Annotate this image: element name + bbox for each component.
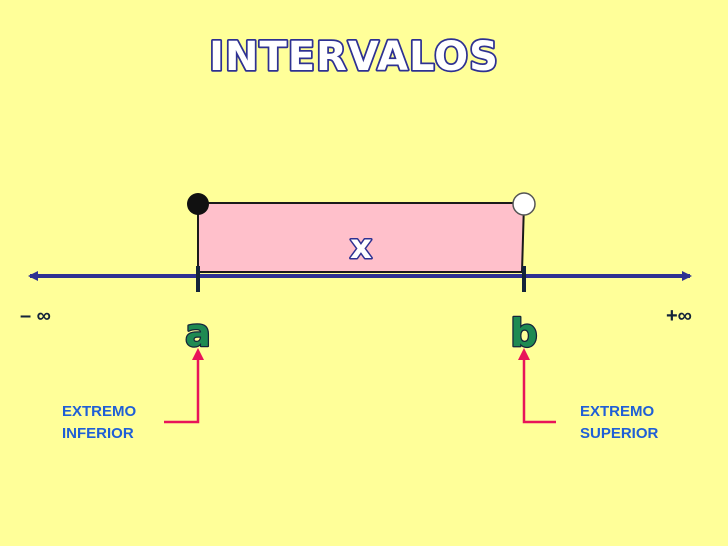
negative-infinity-label: – ∞ bbox=[20, 305, 51, 327]
pointer-arrow-a bbox=[164, 348, 204, 424]
endpoint-b-label-line1: EXTREMO bbox=[580, 403, 655, 420]
open-endpoint-dot bbox=[512, 192, 536, 216]
endpoint-a-label-line1: EXTREMO bbox=[62, 403, 137, 420]
interval-variable-label: x bbox=[350, 227, 372, 267]
endpoint-a-letter: a bbox=[185, 311, 211, 355]
endpoint-b-letter: b bbox=[510, 311, 537, 355]
closed-endpoint-dot bbox=[187, 193, 209, 215]
page-title: INTERVALOS bbox=[209, 34, 499, 80]
positive-infinity-label: +∞ bbox=[666, 305, 692, 327]
pointer-arrow-b bbox=[518, 348, 556, 424]
endpoint-b-label-line2: SUPERIOR bbox=[580, 425, 659, 442]
endpoint-a-label-line2: INFERIOR bbox=[62, 425, 134, 442]
